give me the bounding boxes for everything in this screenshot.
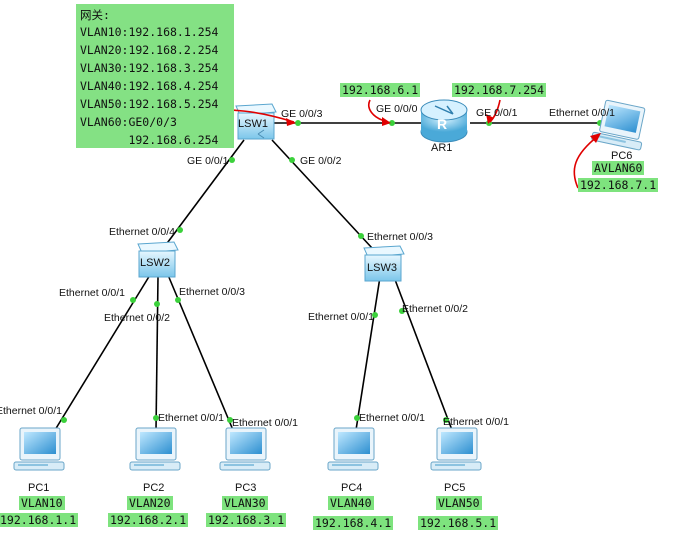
gateway-line: VLAN30:192.168.3.254 bbox=[80, 61, 219, 75]
pc2-vlan: VLAN20 bbox=[127, 496, 173, 510]
port-pc1-eth: Ethernet 0/0/1 bbox=[0, 405, 62, 417]
port-pc6-eth: Ethernet 0/0/1 bbox=[549, 107, 615, 119]
port-lsw1-ge001: GE 0/0/1 bbox=[187, 155, 229, 167]
switch-lsw1-icon bbox=[235, 103, 277, 140]
link-lsw1-lsw3 bbox=[271, 139, 373, 249]
port-lsw1-ge002: GE 0/0/2 bbox=[300, 155, 342, 167]
pc2-label: PC2 bbox=[143, 482, 165, 494]
ar1-label: AR1 bbox=[431, 142, 453, 154]
pc3-vlan: VLAN30 bbox=[222, 496, 268, 510]
pc1-label: PC1 bbox=[28, 482, 50, 494]
arrowhead-lsw1 bbox=[286, 118, 296, 126]
port-pc4-eth: Ethernet 0/0/1 bbox=[359, 412, 425, 424]
port-pc5-eth: Ethernet 0/0/1 bbox=[443, 416, 509, 428]
gateway-line: 192.168.6.254 bbox=[80, 133, 219, 147]
pc6-ip: 192.168.7.1 bbox=[578, 178, 659, 192]
link-lsw2-pc2 bbox=[155, 276, 159, 431]
pc4-icon bbox=[327, 427, 379, 471]
pc2-icon bbox=[129, 427, 181, 471]
switch-lsw2-icon bbox=[137, 241, 179, 278]
pc5-label: PC5 bbox=[444, 482, 466, 494]
pc4-label: PC4 bbox=[341, 482, 363, 494]
pc2-ip: 192.168.2.1 bbox=[108, 513, 189, 527]
pc5-ip: 192.168.5.1 bbox=[418, 516, 499, 530]
arrowhead-pc6 bbox=[590, 133, 601, 143]
lsw3-label: LSW3 bbox=[367, 262, 397, 274]
gateway-line: VLAN20:192.168.2.254 bbox=[80, 43, 219, 57]
pc5-icon bbox=[430, 427, 482, 471]
pc3-ip: 192.168.3.1 bbox=[206, 513, 287, 527]
gateway-title: 网关: bbox=[80, 8, 110, 22]
gateway-line: VLAN50:192.168.5.254 bbox=[80, 97, 219, 111]
port-lsw2-e3: Ethernet 0/0/3 bbox=[179, 286, 245, 298]
pc4-vlan: VLAN40 bbox=[328, 496, 374, 510]
pc5-vlan: VLAN50 bbox=[436, 496, 482, 510]
gateway-info-box: 网关: VLAN10:192.168.1.254 VLAN20:192.168.… bbox=[76, 4, 234, 148]
pc4-ip: 192.168.4.1 bbox=[313, 516, 394, 530]
link-lsw3-pc5 bbox=[393, 276, 453, 431]
gateway-line: VLAN10:192.168.1.254 bbox=[80, 25, 219, 39]
port-lsw2-e1: Ethernet 0/0/1 bbox=[59, 287, 125, 299]
arrowhead-ar1-left bbox=[382, 117, 391, 126]
pc6-vlan: AVLAN60 bbox=[592, 161, 645, 175]
pc1-vlan: VLAN10 bbox=[19, 496, 65, 510]
svg-text:R: R bbox=[437, 116, 447, 132]
pc1-ip: 192.168.1.1 bbox=[0, 513, 79, 527]
pc6-label: PC6 bbox=[611, 150, 633, 162]
lsw2-label: LSW2 bbox=[140, 257, 170, 269]
ar1-ge000-ip: 192.168.6.1 bbox=[340, 83, 421, 97]
arrow-pc6 bbox=[573, 135, 599, 189]
port-pc3-eth: Ethernet 0/0/1 bbox=[232, 417, 298, 429]
lsw1-label: LSW1 bbox=[238, 118, 268, 130]
router-ar1-icon: R bbox=[420, 99, 468, 143]
link-lsw3-pc4 bbox=[355, 276, 381, 431]
port-ar1-ge000: GE 0/0/0 bbox=[376, 103, 418, 115]
gateway-line: VLAN60:GE0/0/3 bbox=[80, 115, 177, 129]
port-lsw3-up: Ethernet 0/0/3 bbox=[367, 231, 433, 243]
port-ar1-ge001: GE 0/0/1 bbox=[476, 107, 518, 119]
port-pc2-eth: Ethernet 0/0/1 bbox=[158, 412, 224, 424]
arrowhead-ar1-right bbox=[486, 114, 494, 124]
port-lsw3-e2: Ethernet 0/0/2 bbox=[402, 303, 468, 315]
port-lsw2-up: Ethernet 0/0/4 bbox=[109, 226, 175, 238]
ar1-ge001-ip: 192.168.7.254 bbox=[452, 83, 547, 97]
gateway-line: VLAN40:192.168.4.254 bbox=[80, 79, 219, 93]
port-lsw2-e2: Ethernet 0/0/2 bbox=[104, 312, 170, 324]
pc3-label: PC3 bbox=[235, 482, 257, 494]
pc1-icon bbox=[13, 427, 65, 471]
port-lsw1-ge003: GE 0/0/3 bbox=[281, 108, 323, 120]
pc3-icon bbox=[219, 427, 271, 471]
port-lsw3-e1: Ethernet 0/0/1 bbox=[308, 311, 374, 323]
switch-lsw3-icon bbox=[363, 245, 405, 282]
